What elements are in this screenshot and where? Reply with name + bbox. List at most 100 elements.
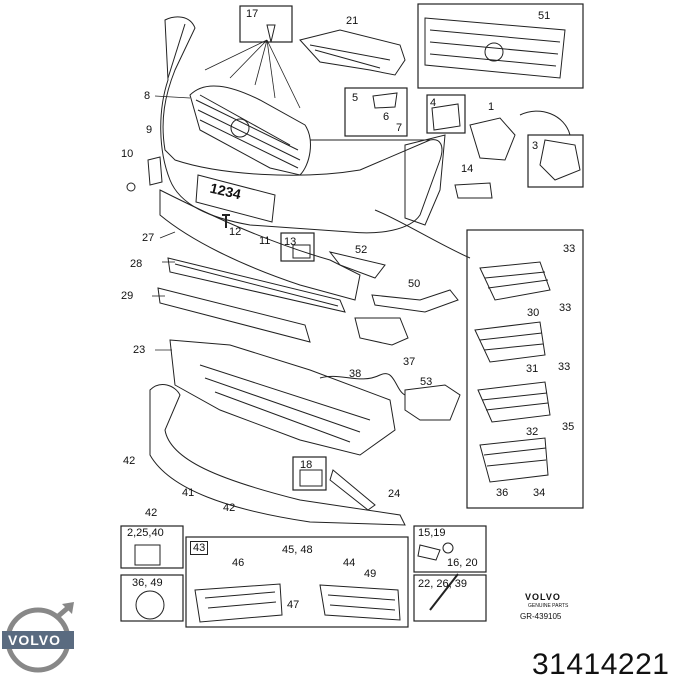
box-15-19	[413, 525, 487, 573]
callout-18: 18	[300, 459, 313, 471]
diagram-reference: GR-439105	[520, 612, 562, 621]
part-37	[354, 317, 409, 346]
callout-16-20: 16, 20	[447, 557, 478, 569]
callout-47: 47	[287, 599, 300, 611]
part-9	[147, 156, 163, 186]
callout-42a: 42	[123, 455, 136, 467]
box-22-26-39	[413, 574, 487, 622]
logo-wordmark: VOLVO	[8, 632, 61, 648]
callout-22-26-39: 22, 26, 39	[418, 578, 467, 590]
callout-33b: 33	[559, 302, 572, 314]
callout-35: 35	[562, 421, 575, 433]
callout-43: 43	[190, 541, 209, 555]
part-29	[157, 287, 311, 343]
callout-36: 36	[496, 487, 509, 499]
grille-34	[479, 437, 549, 483]
callout-13: 13	[284, 236, 297, 248]
box-17	[239, 5, 293, 43]
grille-31	[474, 321, 546, 363]
callout-1: 1	[488, 101, 495, 113]
callout-29: 29	[121, 290, 134, 302]
part-53	[404, 384, 461, 421]
part-44	[319, 584, 401, 621]
box-13	[280, 232, 315, 262]
callout-33c: 33	[558, 361, 571, 373]
callout-14: 14	[461, 163, 474, 175]
box-right	[466, 229, 584, 509]
part-36-49	[135, 590, 165, 620]
part-46	[194, 583, 283, 623]
callout-53: 53	[420, 376, 433, 388]
part-17	[266, 24, 276, 43]
callout-2-25-40: 2,25,40	[127, 527, 164, 539]
callout-33a: 33	[563, 243, 576, 255]
callout-42c: 42	[223, 502, 236, 514]
grille-51	[424, 17, 566, 79]
box-43	[185, 536, 409, 628]
brand-subtitle: GENUINE PARTS	[528, 603, 569, 609]
callout-23: 23	[133, 344, 146, 356]
part-10	[126, 182, 136, 192]
box-2-25-40	[120, 525, 184, 569]
callout-7: 7	[396, 122, 403, 134]
box-18	[292, 456, 327, 491]
grille-30	[479, 261, 551, 301]
callout-21: 21	[346, 15, 359, 27]
callout-15-19: 15,19	[418, 527, 446, 539]
callout-8: 8	[144, 90, 151, 102]
volvo-logo	[2, 602, 74, 673]
callout-49: 49	[364, 568, 377, 580]
part-38	[319, 373, 406, 396]
grille-32	[477, 381, 551, 423]
part-number: 31414221	[532, 648, 670, 681]
callout-31: 31	[526, 363, 539, 375]
part-12	[222, 214, 230, 228]
arrow-2	[374, 209, 471, 259]
callout-30: 30	[527, 307, 540, 319]
callout-6: 6	[383, 111, 390, 123]
part-2-25-40	[134, 544, 161, 566]
part-18	[299, 469, 323, 487]
bumper-outline	[160, 16, 443, 234]
license-plate	[195, 174, 276, 223]
callout-10: 10	[121, 148, 134, 160]
callout-9: 9	[146, 124, 153, 136]
part-23	[169, 339, 396, 456]
callout-4: 4	[430, 97, 437, 109]
callout-46: 46	[232, 557, 245, 569]
box-51	[417, 3, 584, 89]
part-13	[292, 244, 311, 259]
callout-52: 52	[355, 244, 368, 256]
callout-45-48: 45, 48	[282, 544, 313, 556]
part-22-26-39	[429, 573, 459, 611]
box-4	[426, 94, 466, 134]
brand-name: VOLVO	[525, 592, 561, 602]
callout-44: 44	[343, 557, 356, 569]
callout-34: 34	[533, 487, 546, 499]
part-3	[539, 139, 581, 181]
callout-5: 5	[352, 92, 359, 104]
part-1	[469, 117, 516, 161]
callout-24: 24	[388, 488, 401, 500]
part-41	[149, 384, 406, 526]
callout-27: 27	[142, 232, 155, 244]
box-3	[527, 134, 584, 188]
arrow-1	[519, 110, 571, 136]
part-52	[328, 251, 386, 279]
callout-41: 41	[182, 487, 195, 499]
callout-42b: 42	[145, 507, 158, 519]
callout-51: 51	[538, 10, 551, 22]
box-5-7	[344, 87, 408, 137]
callout-50: 50	[408, 278, 421, 290]
callout-11: 11	[259, 235, 271, 247]
part-15-19	[417, 544, 441, 561]
callout-12: 12	[229, 226, 242, 238]
callout-36-49: 36, 49	[132, 577, 163, 589]
part-5	[372, 92, 398, 109]
callout-17: 17	[246, 8, 259, 20]
part-28	[167, 257, 346, 313]
callout-3: 3	[532, 140, 539, 152]
part-21	[299, 29, 406, 76]
callout-32: 32	[526, 426, 539, 438]
